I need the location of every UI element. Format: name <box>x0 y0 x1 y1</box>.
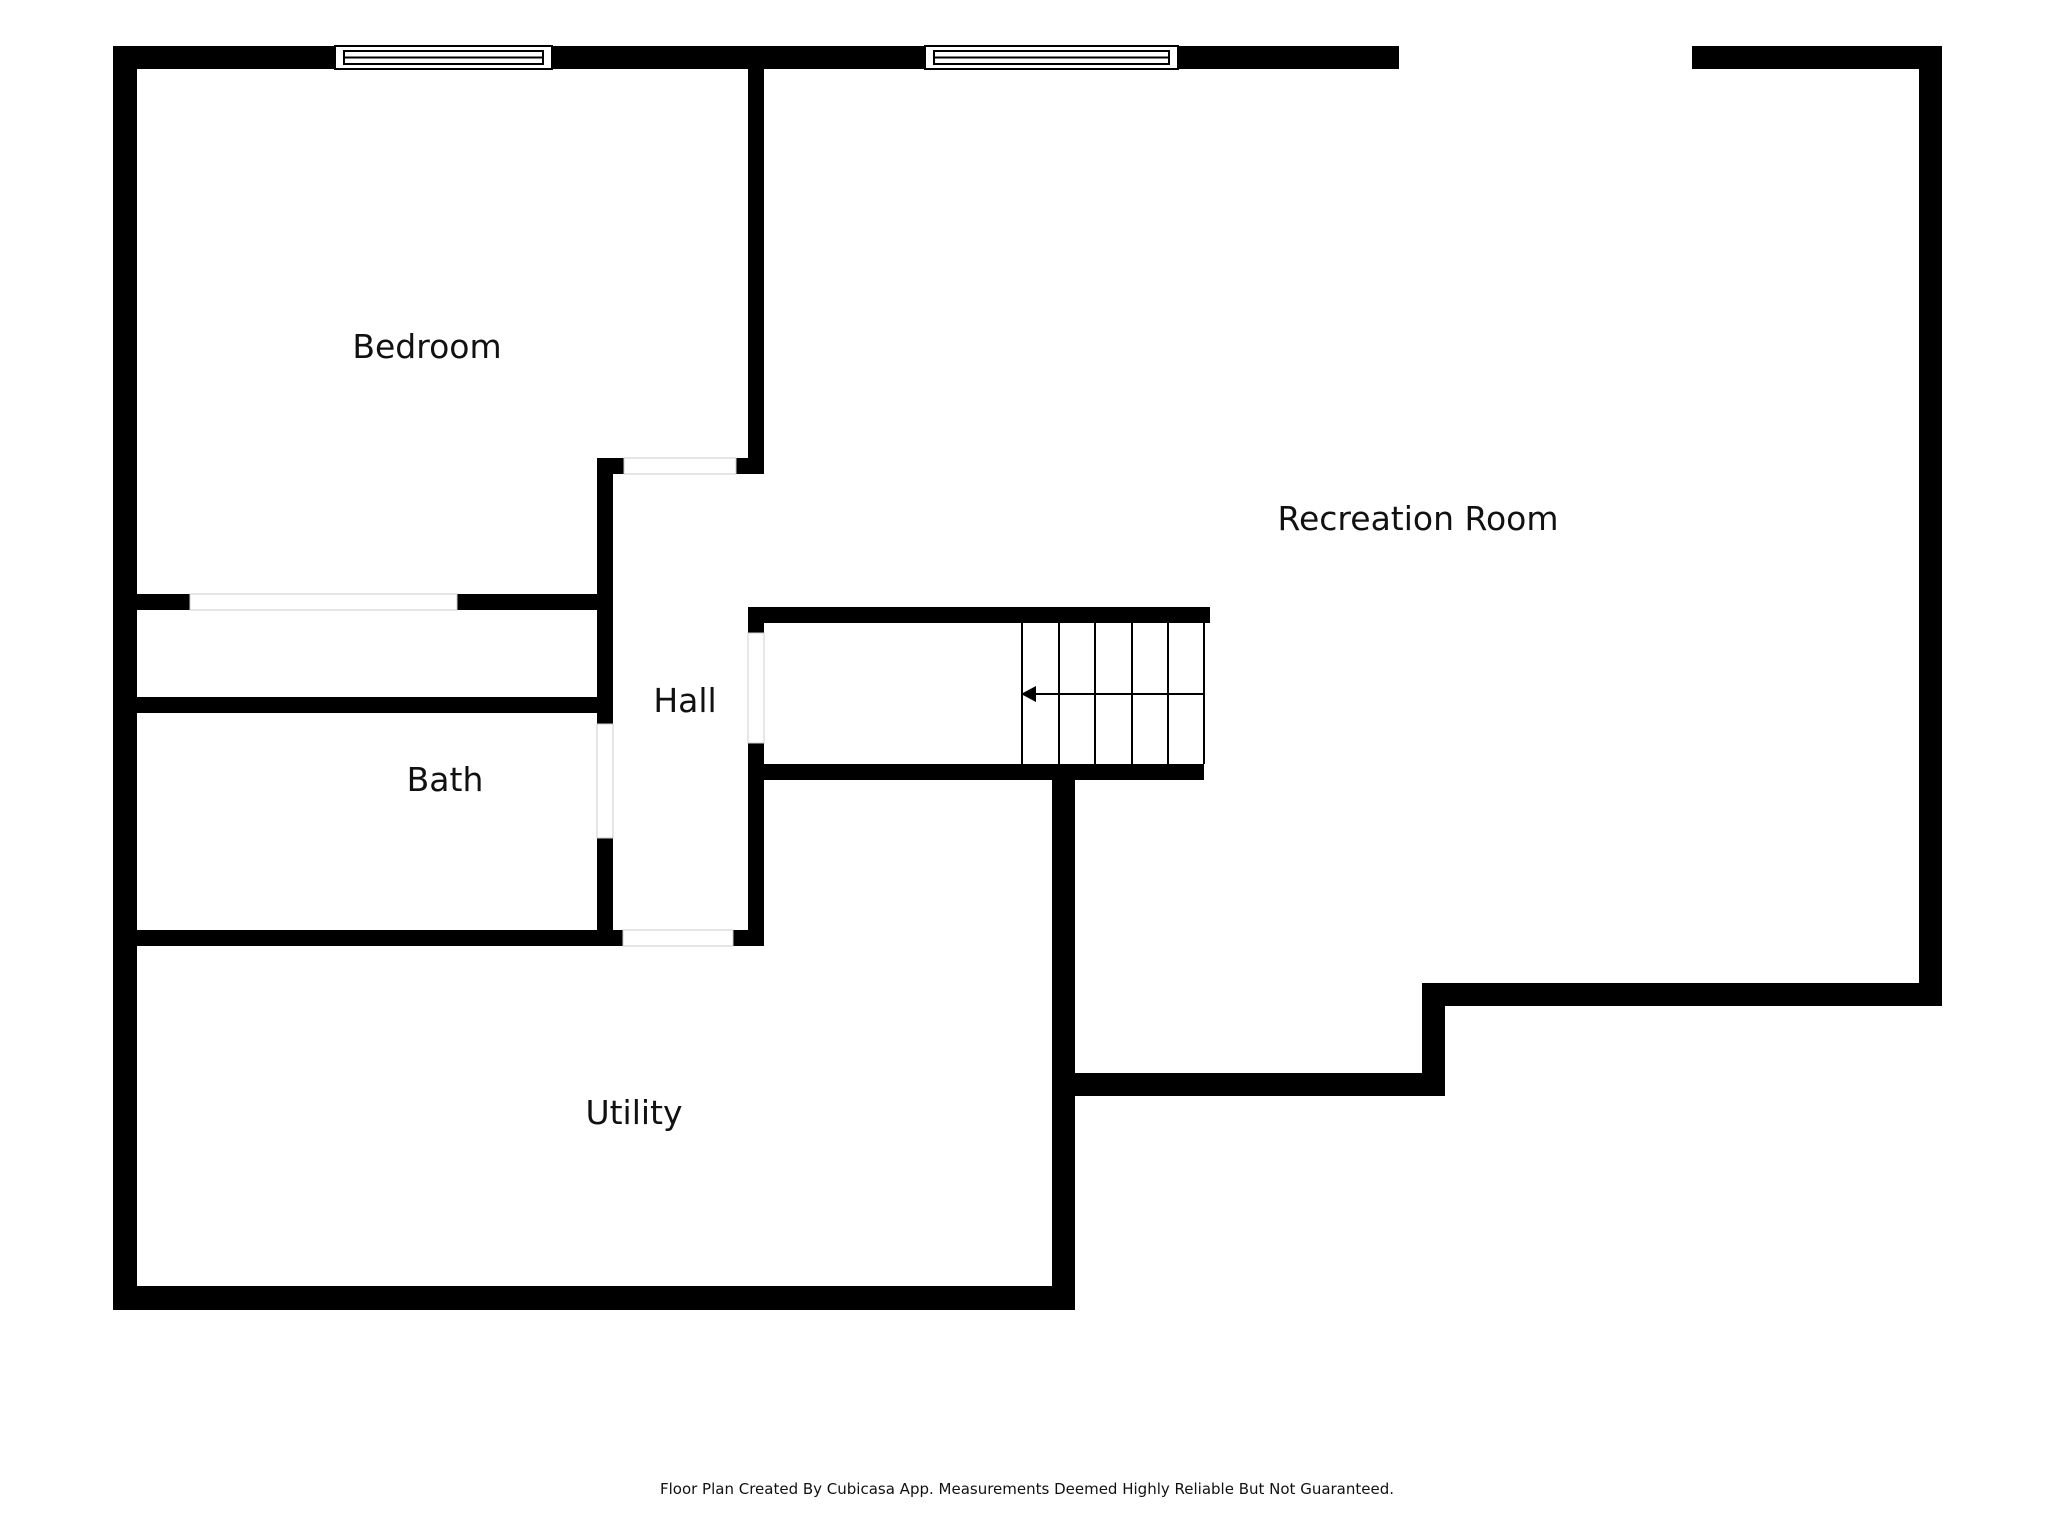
footer-disclaimer: Floor Plan Created By Cubicasa App. Meas… <box>660 1480 1394 1498</box>
exterior-walls <box>113 46 1942 1310</box>
wall-hall-top-right <box>736 458 764 474</box>
window-bedroom <box>334 45 553 70</box>
wall-step-vertical <box>1422 983 1445 1096</box>
wall-stairs-top <box>748 607 1210 623</box>
wall-lower-right <box>1422 983 1942 1006</box>
wall-bedroom-east <box>748 46 764 474</box>
top-wall-opening <box>1399 46 1692 69</box>
windows <box>334 45 1692 70</box>
wall-hall-east-lower <box>748 743 764 946</box>
room-label-bath: Bath <box>407 760 484 799</box>
room-label-hall: Hall <box>653 681 716 720</box>
doors <box>189 457 765 947</box>
room-labels: Bedroom Recreation Room Hall Bath Utilit… <box>352 327 1558 1132</box>
wall-top-3 <box>1178 46 1399 69</box>
wall-step-horizontal <box>1052 1073 1445 1096</box>
stairs <box>1021 623 1205 764</box>
door-stairs <box>747 632 765 744</box>
door-closet <box>189 593 458 611</box>
wall-right <box>1919 46 1942 1006</box>
wall-closet-top-left <box>137 594 190 610</box>
wall-top-4 <box>1692 46 1942 69</box>
wall-hall-west-upper <box>597 458 613 724</box>
wall-bath-bottom <box>137 930 623 946</box>
window-recreation <box>924 45 1179 70</box>
interior-walls <box>137 46 1210 946</box>
wall-top-2 <box>552 46 925 69</box>
door-utility <box>622 929 734 947</box>
door-bedroom <box>623 457 737 475</box>
door-bath <box>596 723 614 839</box>
wall-left <box>113 46 137 1310</box>
wall-stairs-west-bottom <box>748 743 764 769</box>
wall-bottom <box>113 1286 1075 1310</box>
wall-stairs-bottom <box>748 764 1204 780</box>
wall-closet-top-right <box>457 594 613 610</box>
room-label-utility: Utility <box>585 1093 682 1132</box>
wall-hall-west-lower <box>597 838 613 946</box>
wall-utility-right <box>1052 773 1075 1310</box>
room-label-recreation-room: Recreation Room <box>1278 499 1559 538</box>
wall-stairs-west-top <box>748 607 764 633</box>
wall-bath-top <box>137 697 613 713</box>
room-label-bedroom: Bedroom <box>352 327 501 366</box>
stair-arrow-icon <box>1021 686 1036 702</box>
wall-top-1 <box>113 46 335 69</box>
